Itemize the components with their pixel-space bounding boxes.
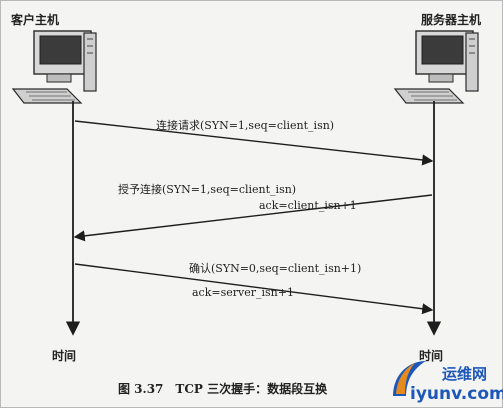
server-title: 服务器主机 [421,12,481,27]
message-grant-connection-ack: ack=client_isn+1 [259,199,357,212]
message-acknowledge-arrow [74,263,434,315]
figure-caption: 图 3.37 TCP 三次握手：数据段互换 [118,381,328,396]
message-connection-request-arrow [74,120,434,166]
watermark-domain: iyunv.com [410,384,503,404]
message-acknowledge-ack: ack=server_isn+1 [192,286,294,299]
client-time-label: 时间 [52,348,76,363]
iyunv-watermark: 运维网 iyunv.com [393,361,503,404]
client-computer-icon [11,30,97,104]
message-grant-connection-label: 授予连接(SYN=1,seq=client_isn) [118,182,296,196]
watermark-brand: 运维网 [442,365,487,383]
message-connection-request-label: 连接请求(SYN=1,seq=client_isn) [156,119,334,132]
server-time-label: 时间 [419,348,443,363]
server-computer-icon [393,30,479,104]
message-acknowledge-label: 确认(SYN=0,seq=client_isn+1) [189,262,361,275]
message-grant-connection-arrow [73,194,433,242]
client-title: 客户主机 [10,12,59,27]
watermark-logo-orange-shape [396,363,415,394]
